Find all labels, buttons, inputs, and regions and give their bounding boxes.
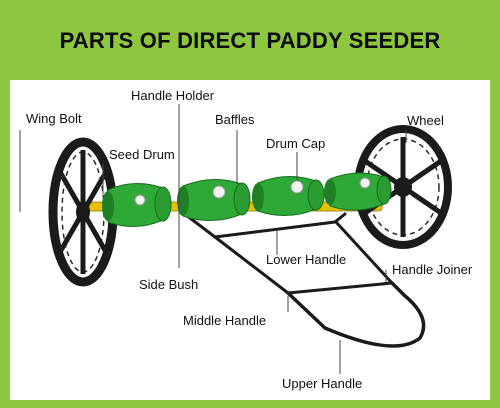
label-upper-handle: Upper Handle (282, 376, 362, 391)
drum-cap-4 (359, 177, 371, 189)
label-wing-bolt: Wing Bolt (26, 111, 82, 126)
label-middle-handle: Middle Handle (183, 313, 266, 328)
label-side-bush: Side Bush (139, 277, 198, 292)
seed-drum-4 (324, 172, 392, 211)
seed-drum-2 (177, 179, 251, 221)
handle-frame (180, 210, 426, 348)
label-lower-handle: Lower Handle (266, 252, 346, 267)
seed-drum-1 (102, 183, 172, 227)
lower-handle-bar (180, 210, 347, 239)
label-wheel: Wheel (407, 113, 444, 128)
drum-cap-2 (212, 185, 226, 199)
leader-lines (19, 104, 407, 374)
label-seed-drum: Seed Drum (109, 147, 175, 162)
label-handle-holder: Handle Holder (131, 88, 215, 103)
seed-drum-3 (252, 176, 325, 216)
middle-handle-bar (213, 220, 394, 295)
label-drum-cap: Drum Cap (266, 136, 325, 151)
label-handle-joiner: Handle Joiner (392, 262, 473, 277)
drum-cap-3 (290, 180, 304, 194)
upper-handle-bar (286, 281, 426, 348)
label-baffles: Baffles (215, 112, 255, 127)
drum-cap-1 (134, 194, 146, 206)
title-bar: PARTS OF DIRECT PADDY SEEDER (0, 0, 500, 80)
page-title: PARTS OF DIRECT PADDY SEEDER (59, 28, 441, 53)
